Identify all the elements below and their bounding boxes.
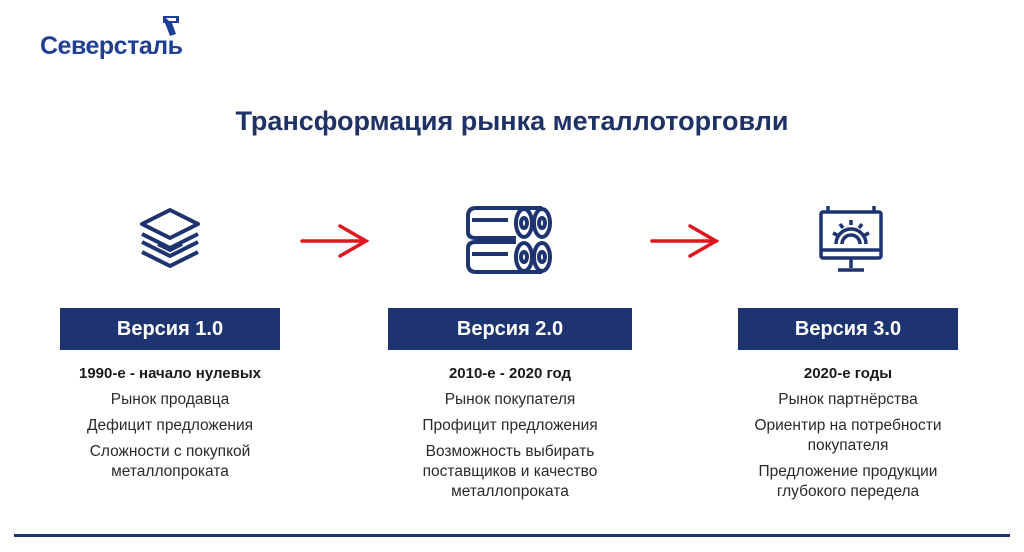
list-item: Сложности с покупкой металлопроката [89,443,251,480]
version-column-2: Версия 2.0 2010-е - 2020 год Рынок покуп… [370,308,650,502]
version-period: 1990-е - начало нулевых [78,365,262,382]
version-banner: Версия 2.0 [388,308,632,350]
list-item: Дефицит предложения [86,417,254,434]
list-item: Профицит предложения [422,417,598,434]
version-banner: Версия 1.0 [60,308,280,350]
list-item: Возможность выбирать поставщиков и качес… [422,443,598,500]
footer-divider [14,534,1010,537]
page-title: Трансформация рынка металлоторговли [235,106,789,136]
list-item: Ориентир на потребности покупателя [754,417,942,454]
monitor-gear-icon [819,206,883,272]
layers-icon [140,208,200,268]
arrow-right-icon [650,224,720,258]
list-item: Рынок партнёрства [778,391,918,408]
version-banner: Версия 3.0 [738,308,958,350]
list-item: Рынок покупателя [444,391,576,408]
brand-mark-icon [163,16,179,36]
list-item: Рынок продавца [110,391,230,408]
severstal-logo: Северсталь [40,14,190,64]
arrow-right-icon [300,224,370,258]
version-period: 2020-е годы [803,365,893,382]
brand-name: Северсталь [40,32,183,60]
version-period: 2010-е - 2020 год [448,365,572,382]
version-column-3: Версия 3.0 2020-е годы Рынок партнёрства… [708,308,988,502]
pipes-icon [466,206,552,274]
list-item: Предложение продукции глубокого передела [758,463,938,500]
version-column-1: Версия 1.0 1990-е - начало нулевых Рынок… [30,308,310,482]
